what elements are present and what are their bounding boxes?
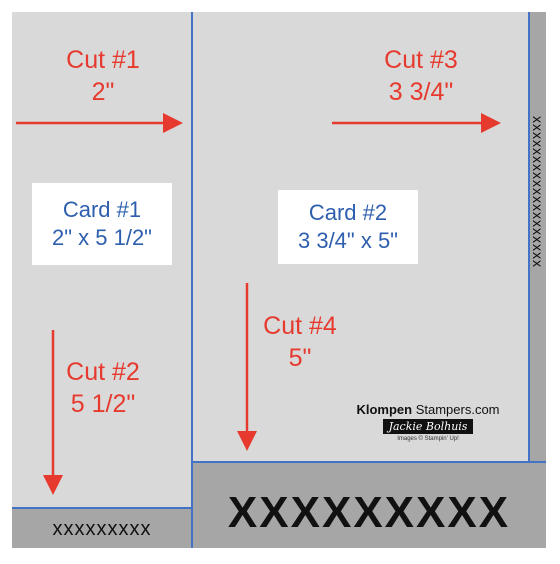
card-1-box: Card #1 2" x 5 1/2" xyxy=(32,183,172,265)
cut-line-1 xyxy=(191,12,193,548)
cut-1-label: Cut #1 2" xyxy=(48,44,158,108)
cut-line-2 xyxy=(12,507,192,509)
logo-brand-rest: Stampers.com xyxy=(412,402,500,417)
cut-4-measure: 5" xyxy=(288,344,312,372)
cut-2-title: Cut #2 xyxy=(66,358,140,386)
bottom-left-scrap-label: xxxxxxxxx xyxy=(52,518,152,540)
card-1-size: 2" x 5 1/2" xyxy=(51,225,152,250)
card-2-title: Card #2 xyxy=(308,200,388,225)
cut-3-label: Cut #3 3 3/4" xyxy=(366,44,476,108)
cut-1-measure: 2" xyxy=(91,78,115,106)
card-2-box: Card #2 3 3/4" x 5" xyxy=(278,190,418,264)
klompen-logo: Klompen Stampers.com Jackie Bolhuis Imag… xyxy=(348,402,508,442)
cut-4-label: Cut #4 5" xyxy=(250,310,350,374)
bottom-right-scrap-label: XXXXXXXXX xyxy=(227,488,511,537)
cut-3-measure: 3 3/4" xyxy=(388,78,454,106)
bottom-right-scrap-strip xyxy=(192,462,546,548)
cut-3-title: Cut #3 xyxy=(384,46,458,74)
cut-line-4 xyxy=(192,461,546,463)
card-2-size: 3 3/4" x 5" xyxy=(297,228,398,253)
cut-2-measure: 5 1/2" xyxy=(70,390,136,418)
card-1-title: Card #1 xyxy=(62,197,142,222)
logo-brand: Klompen Stampers.com xyxy=(348,402,508,417)
left-scrap-strip xyxy=(12,508,192,548)
logo-credit: Images © Stampin' Up! xyxy=(397,436,459,442)
logo-brand-bold: Klompen xyxy=(356,402,413,417)
cut-2-label: Cut #2 5 1/2" xyxy=(48,356,158,420)
cut-4-title: Cut #4 xyxy=(263,312,337,340)
cut-1-title: Cut #1 xyxy=(66,46,140,74)
right-side-scrap-label: xxxxxxxxxxxxxxxxxxx xyxy=(530,116,546,268)
logo-signature: Jackie Bolhuis xyxy=(382,419,474,434)
cut-line-3 xyxy=(528,12,530,462)
right-side-scrap-strip xyxy=(529,12,546,462)
